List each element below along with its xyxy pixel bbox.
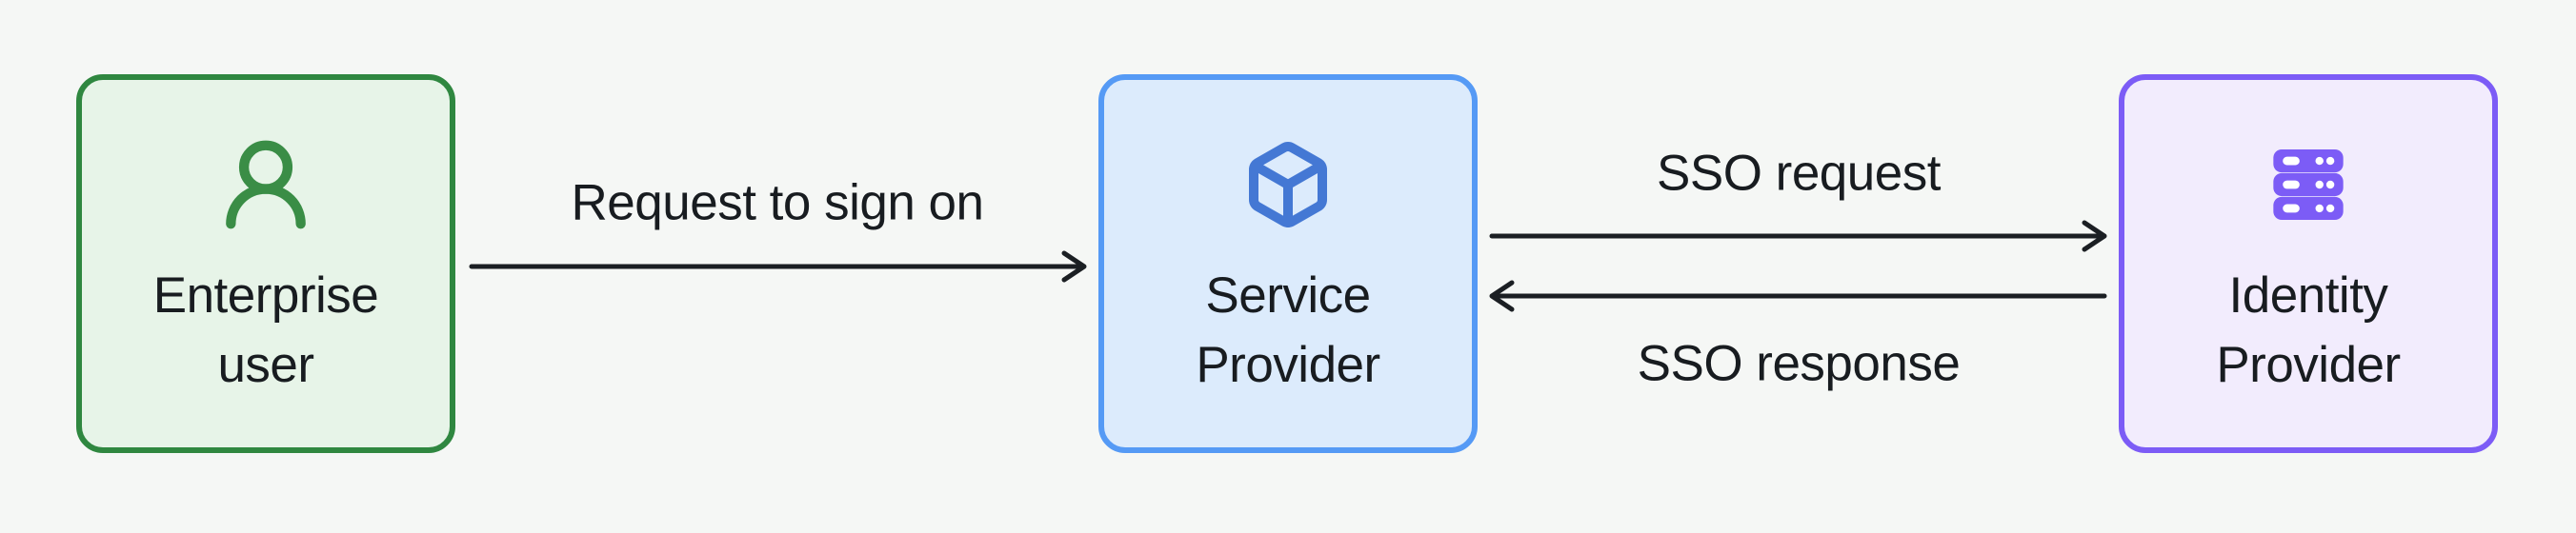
- node-label-line: Enterprise: [152, 267, 379, 324]
- node-identity-provider: Identity Provider: [2119, 74, 2498, 453]
- node-label-line: Service: [1205, 267, 1371, 324]
- edge-label-request-to-sign-on: Request to sign on: [571, 174, 984, 231]
- arrow-sso-response: [1489, 280, 2107, 312]
- arrow-request-to-sign-on: [469, 250, 1087, 283]
- node-label: Enterprise user: [153, 261, 379, 400]
- node-label-line: Identity: [2228, 267, 2388, 324]
- edge-label-sso-response: SSO response: [1637, 335, 1961, 392]
- edge-label-sso-request: SSO request: [1657, 145, 1941, 202]
- node-service-provider: Service Provider: [1098, 74, 1478, 453]
- node-enterprise-user: Enterprise user: [76, 74, 455, 453]
- box-icon: [1242, 142, 1334, 227]
- node-label: Service Provider: [1196, 261, 1380, 400]
- node-label-line: Provider: [1196, 337, 1380, 393]
- server-rack-icon: [2266, 143, 2350, 227]
- user-icon: [213, 140, 318, 229]
- node-label: Identity Provider: [2216, 261, 2401, 400]
- node-label-line: user: [217, 337, 314, 393]
- node-label-line: Provider: [2216, 337, 2401, 393]
- arrow-sso-request: [1489, 220, 2107, 252]
